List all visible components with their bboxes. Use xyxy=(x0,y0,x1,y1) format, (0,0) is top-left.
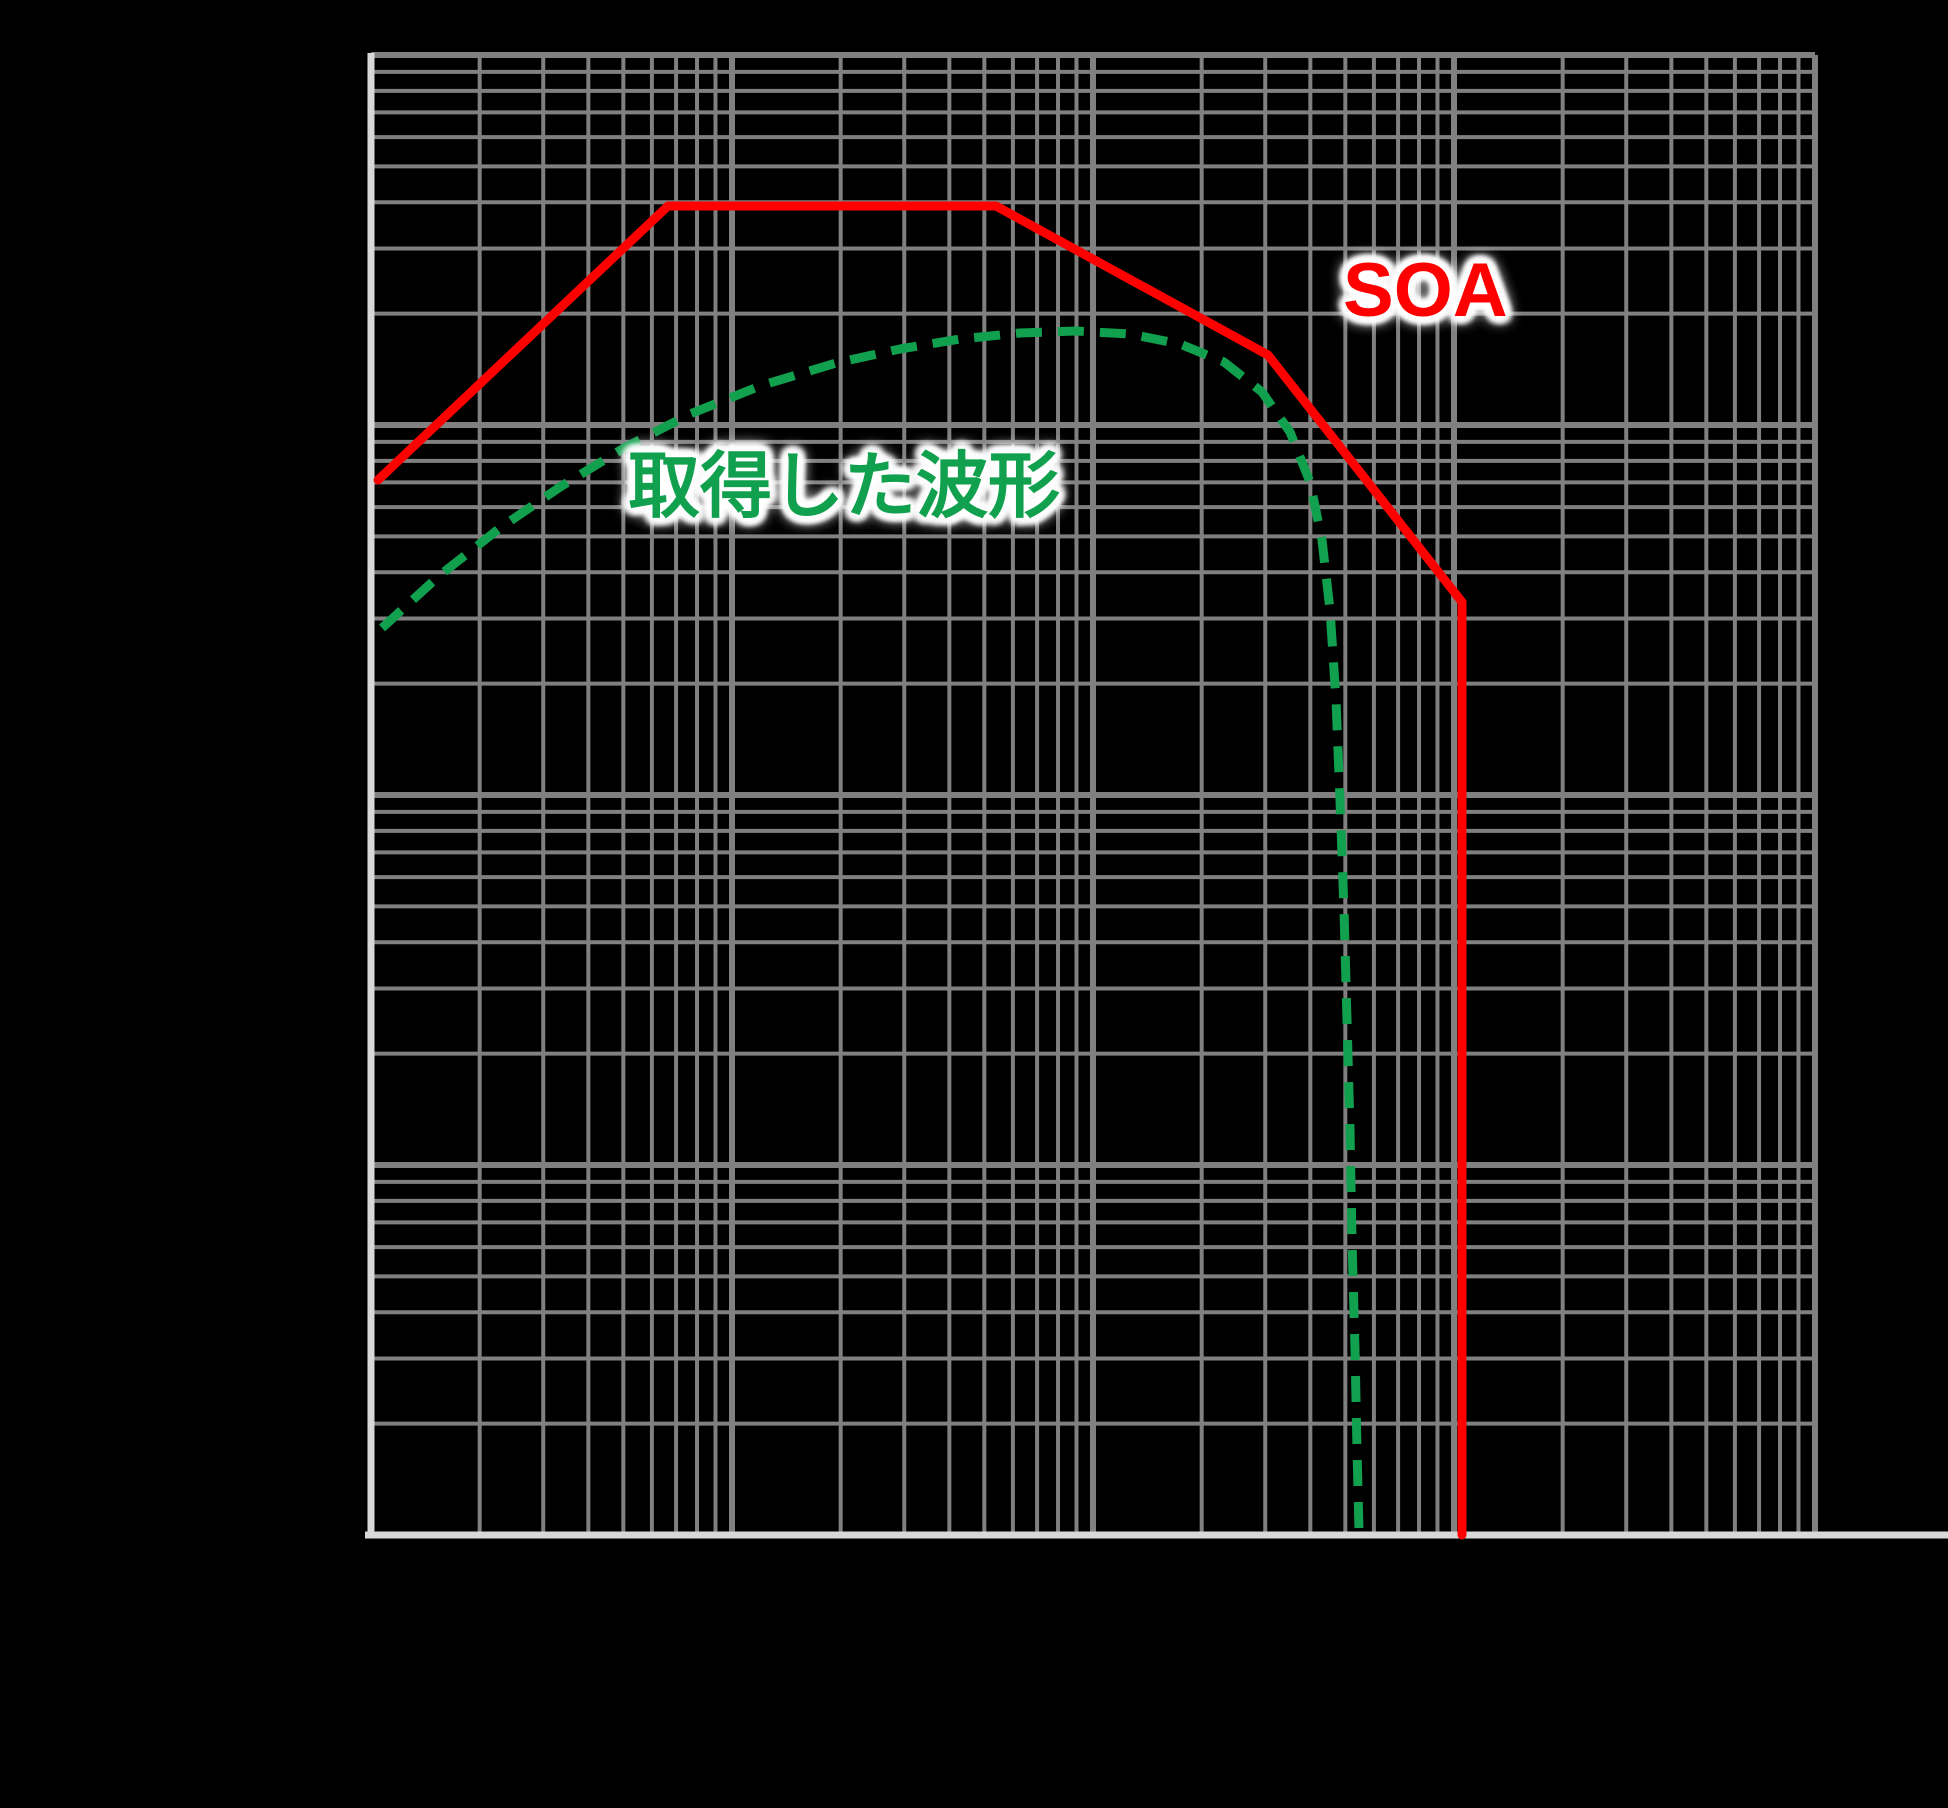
series-SOA xyxy=(373,201,1467,1540)
series-acquired-waveform xyxy=(378,326,1364,1531)
data-series-layer xyxy=(373,201,1467,1540)
axis-spines xyxy=(365,53,1948,1539)
soa-label: SOA xyxy=(1343,248,1508,333)
acquired-waveform-label: 取得した波形 xyxy=(628,444,1061,528)
